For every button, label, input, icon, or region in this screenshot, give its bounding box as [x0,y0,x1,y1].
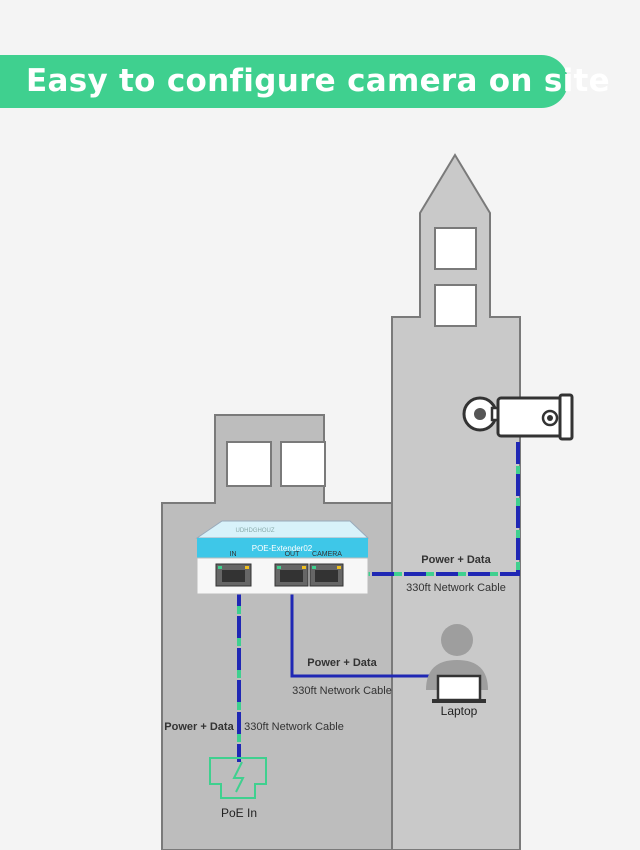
laptop-link-cable: 330ft Network Cable [292,685,392,697]
device-brand: UDHDGHOUZ [236,528,275,534]
poe-extender-device: UDHDGHOUZ POE-Extender02 IN OUT CAMERA [195,520,370,595]
camera-link-label: Power + Data [421,554,491,566]
rj45-port-in [215,563,252,587]
rj45-port-out [274,563,309,587]
cable-to-camera [340,442,520,576]
port-label-camera: CAMERA [312,551,342,558]
banner-title: Easy to configure camera on site [26,63,610,99]
camera-link-cable: 330ft Network Cable [406,582,506,594]
cable-to-laptop [290,582,440,678]
laptop-link-label: Power + Data [307,657,377,669]
short-building-window-left [226,441,272,487]
poe-in-icon [209,757,267,799]
title-banner: Easy to configure camera on site [0,55,610,108]
input-link-label: Power + Data [164,721,234,733]
laptop-label: Laptop [441,704,478,718]
laptop-user-icon [426,624,488,703]
port-label-out: OUT [285,551,301,558]
poe-in-label: PoE In [221,806,257,820]
input-link-cable: 330ft Network Cable [244,721,344,733]
tower-window-upper [434,227,477,270]
port-label-in: IN [230,551,237,558]
short-building-window-right [280,441,326,487]
tower-building [391,153,521,850]
tower-window-lower [434,284,477,327]
short-building [161,414,393,850]
device-model: POE-Extender02 [252,544,313,553]
rj45-port-camera [309,563,344,587]
security-camera-icon [462,393,574,441]
